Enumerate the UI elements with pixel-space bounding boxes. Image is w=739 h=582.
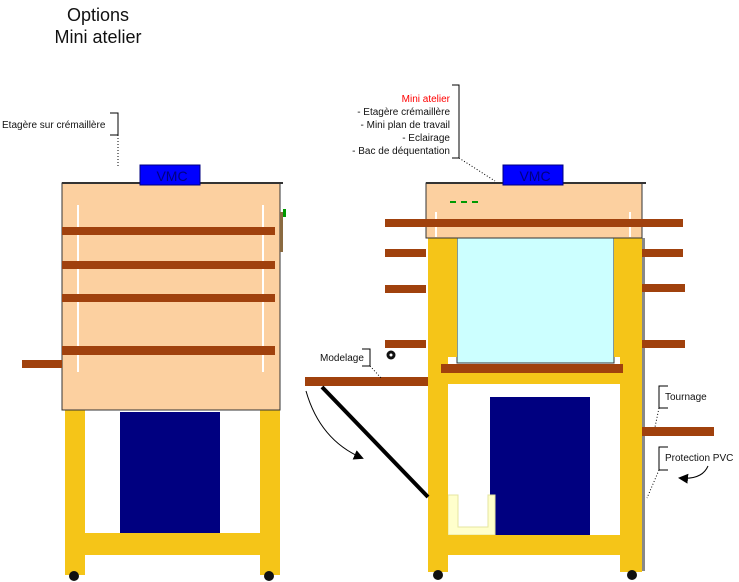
right-shelf-left-1 <box>385 249 426 257</box>
right-callout-bracket <box>452 84 460 159</box>
right-inner-post-left <box>448 237 457 357</box>
right-basin <box>447 494 496 536</box>
right-middle-bar <box>448 370 620 384</box>
right-callout-item-2: - Mini plan de travail <box>361 120 450 131</box>
left-callout-label: Etagère sur crémaillère <box>2 120 106 131</box>
right-vmc-box <box>502 164 564 186</box>
right-shelf-left-3 <box>385 340 426 348</box>
right-wheel-right <box>627 570 637 580</box>
left-vmc-box <box>139 164 201 186</box>
knob-center <box>389 353 393 357</box>
right-work-shelf <box>441 364 623 373</box>
modelage-label: Modelage <box>320 353 364 364</box>
left-unit: VMC Etagère sur crémaillère <box>2 112 286 581</box>
right-shelf-right-2 <box>642 284 685 292</box>
modelage-rotation-arrow <box>305 390 364 460</box>
tournage-board <box>642 427 714 436</box>
tournage-label: Tournage <box>665 392 707 403</box>
right-bottom-bar <box>448 535 620 555</box>
left-side-indicator <box>283 209 286 217</box>
right-light-2 <box>461 201 467 203</box>
left-wheel-right <box>264 571 274 581</box>
left-shelf-2 <box>62 261 275 269</box>
right-callout-leader <box>458 157 496 182</box>
right-callout-item-3: - Eclairage <box>402 133 450 144</box>
right-callout-title: Mini atelier <box>402 94 451 105</box>
right-callout-item-4: - Bac de déquentation <box>352 146 450 157</box>
protection-label: Protection PVC <box>665 453 733 464</box>
left-callout-bracket <box>110 112 119 136</box>
right-wheel-left <box>433 570 443 580</box>
right-light-1 <box>450 201 456 203</box>
right-glass-pane <box>456 236 615 364</box>
left-bottom-bar <box>85 533 260 555</box>
left-leg-right <box>260 410 280 575</box>
modelage-support-arm <box>320 385 430 499</box>
left-vmc-label: VMC <box>156 168 187 184</box>
right-post-left <box>428 237 448 572</box>
right-top-cabinet <box>425 182 643 239</box>
right-vmc-label: VMC <box>519 168 550 184</box>
right-back-edge <box>641 238 645 571</box>
right-tank <box>490 397 590 535</box>
tournage-bracket <box>658 385 668 409</box>
tournage-rotation-arrow <box>678 465 709 484</box>
left-shelf-external <box>22 360 62 368</box>
right-shelf-right-3 <box>642 340 685 348</box>
title-line-1: Options <box>67 5 129 25</box>
left-side-panel <box>280 212 283 252</box>
title-line-2: Mini atelier <box>54 27 141 47</box>
right-post-right <box>620 237 642 572</box>
tournage-leader <box>654 407 660 428</box>
left-wheel-left <box>69 571 79 581</box>
right-shelf-left-2 <box>385 285 426 293</box>
protection-leader <box>646 469 660 499</box>
left-shelf-4 <box>62 346 275 355</box>
modelage-bracket <box>362 348 371 367</box>
left-shelf-3 <box>62 294 275 302</box>
right-shelf-right-1 <box>642 249 683 257</box>
right-shelf-top <box>385 219 683 227</box>
right-unit: VMC Mini atelier - Etagère crémaillère -… <box>305 84 733 580</box>
right-light-3 <box>472 201 478 203</box>
left-leg-left <box>65 410 85 575</box>
right-callout-item-1: - Etagère crémaillère <box>357 107 450 118</box>
right-inner-post-right <box>614 237 620 357</box>
protection-bracket <box>658 446 668 471</box>
left-tank <box>120 412 220 533</box>
modelage-board <box>305 377 428 386</box>
left-shelf-1 <box>62 227 275 235</box>
